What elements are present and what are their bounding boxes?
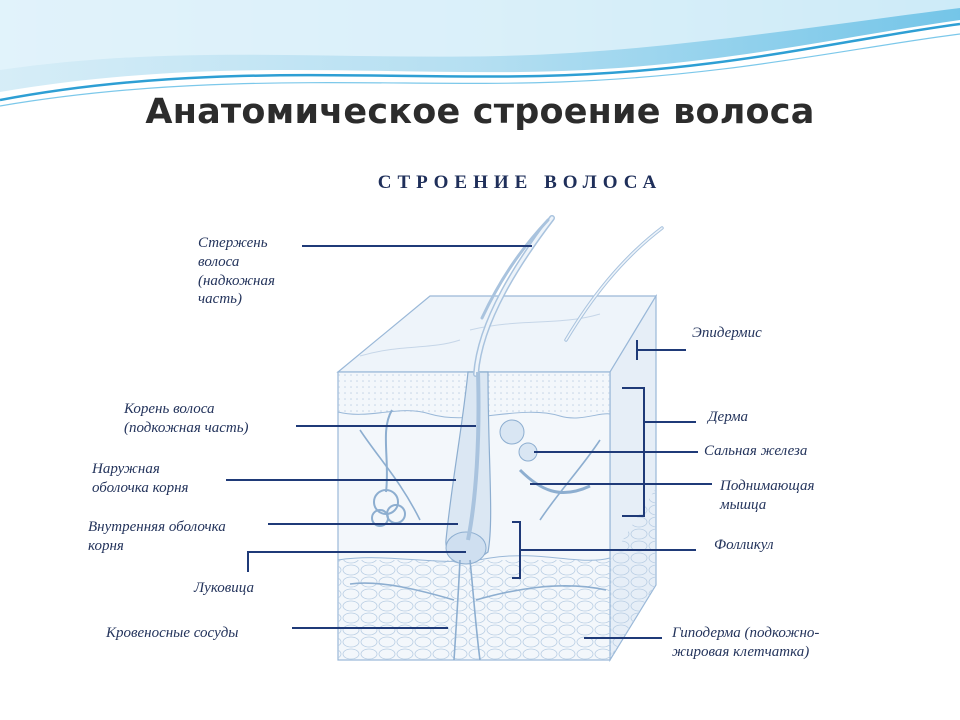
label-inner-root-sheath: Внутренняя оболочка корня <box>88 519 226 554</box>
glands-and-muscle <box>371 409 591 527</box>
other-hairs <box>480 218 664 342</box>
leader-lines <box>226 245 712 639</box>
label-dermis: Дерма <box>708 409 749 425</box>
blood-vessels <box>349 429 607 661</box>
decorative-wave-header <box>0 0 960 107</box>
label-follicle: Фолликул <box>714 537 774 553</box>
label-hair-bulb: Луковица <box>194 580 254 596</box>
label-arrector-muscle: Поднимающая мышца <box>720 478 815 513</box>
label-hair-shaft: Стержень волоса (надкожная часть) <box>198 235 275 308</box>
slide-title: Анатомическое строение волоса <box>145 92 815 132</box>
label-outer-root-sheath: Наружная оболочка корня <box>92 461 189 496</box>
label-blood-vessels: Кровеносные сосуды <box>106 625 239 641</box>
hair-follicle <box>445 215 555 565</box>
label-hypodermis: Гиподерма (подкожно- жировая клетчатка) <box>672 625 820 660</box>
label-epidermis: Эпидермис <box>692 325 762 341</box>
skin-block <box>336 293 658 663</box>
label-hair-root: Корень волоса (подкожная часть) <box>124 401 249 436</box>
figure-title: СТРОЕНИЕ ВОЛОСА <box>377 172 663 193</box>
label-sebaceous-gland: Сальная железа <box>704 443 808 459</box>
